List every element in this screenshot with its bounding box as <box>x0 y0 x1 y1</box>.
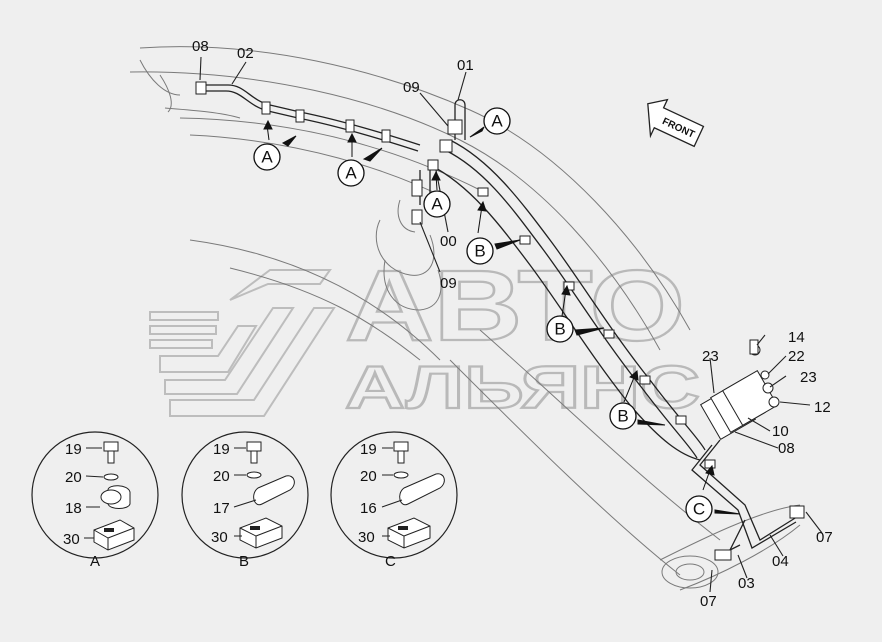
svg-text:C: C <box>693 500 705 519</box>
marker-c-1: C <box>685 495 713 523</box>
marker-a-1: A <box>253 143 281 171</box>
front-direction-arrow: FRONT <box>647 98 705 148</box>
detail-b-part-3: 17 <box>213 500 230 517</box>
detail-a-part-2: 20 <box>65 469 82 486</box>
marker-pointers <box>263 119 741 515</box>
callout-01: 01 <box>457 57 474 74</box>
watermark-line1: АВТО <box>345 250 685 362</box>
callout-23-right: 23 <box>800 369 817 386</box>
pipe-clamps <box>195 81 805 561</box>
svg-text:A: A <box>261 148 273 167</box>
callout-08-valve: 08 <box>778 440 795 457</box>
callout-10: 10 <box>772 423 789 440</box>
callout-03: 03 <box>738 575 755 592</box>
detail-b-part-1: 19 <box>213 441 230 458</box>
detail-c-part-3: 16 <box>360 500 377 517</box>
detail-c-caption: C <box>385 553 396 570</box>
callout-labels: 08 02 01 09 00 09 14 22 23 23 12 10 08 0… <box>192 38 833 610</box>
callout-09-upper: 09 <box>403 79 420 96</box>
callout-14: 14 <box>788 329 805 346</box>
svg-text:B: B <box>617 407 628 426</box>
svg-text:B: B <box>554 320 565 339</box>
valve-block <box>699 339 780 441</box>
detail-b: 19 20 17 30 B <box>181 431 309 570</box>
marker-a-2: A <box>337 159 365 187</box>
marker-b-2: B <box>546 315 574 343</box>
clamp-markers: A A A A B B B C <box>253 107 713 523</box>
detail-a-part-3: 18 <box>65 500 82 517</box>
marker-b-1: B <box>466 237 494 265</box>
detail-b-part-2: 20 <box>213 468 230 485</box>
detail-a-part-1: 19 <box>65 441 82 458</box>
callout-04: 04 <box>772 553 789 570</box>
svg-text:B: B <box>474 242 485 261</box>
svg-text:A: A <box>345 164 357 183</box>
detail-b-part-4: 30 <box>211 529 228 546</box>
detail-a-caption: A <box>90 553 100 570</box>
callout-12: 12 <box>814 399 831 416</box>
marker-a-3: A <box>483 107 511 135</box>
detail-c-part-4: 30 <box>358 529 375 546</box>
svg-text:A: A <box>431 195 443 214</box>
callout-23-left: 23 <box>702 348 719 365</box>
watermark-logo <box>149 269 336 417</box>
callout-07-bottom: 07 <box>700 593 717 610</box>
detail-a: 19 20 18 30 A <box>31 431 159 570</box>
callout-08: 08 <box>192 38 209 55</box>
watermark-line2: АЛЬЯНС <box>345 354 700 421</box>
marker-a-4: A <box>423 190 451 218</box>
callout-00: 00 <box>440 233 457 250</box>
detail-b-caption: B <box>239 553 249 570</box>
detail-c: 19 20 16 30 C <box>330 431 458 570</box>
detail-c-part-2: 20 <box>360 468 377 485</box>
boom-outline <box>129 46 801 591</box>
marker-b-3: B <box>609 402 637 430</box>
callout-02: 02 <box>237 45 254 62</box>
detail-a-part-4: 30 <box>63 531 80 548</box>
detail-c-part-1: 19 <box>360 441 377 458</box>
callout-22: 22 <box>788 348 805 365</box>
callout-09-lower: 09 <box>440 275 457 292</box>
callout-07-right: 07 <box>816 529 833 546</box>
svg-text:A: A <box>491 112 503 131</box>
